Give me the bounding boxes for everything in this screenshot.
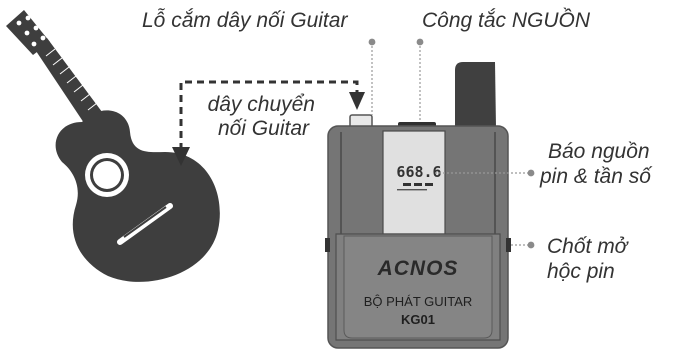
cable-plug-guitar-end [172, 147, 190, 166]
dot-indicator [527, 169, 535, 177]
transmitter-device: 668.6 ACNOS BỘ PHÁT GUITAR KG01 [325, 62, 511, 349]
cable-plug-device-end [349, 92, 365, 110]
label-guitar-jack: Lỗ cắm dây nối Guitar [142, 9, 348, 32]
guitar-cable [172, 80, 365, 166]
label-indicator-line2: pin & tần số [540, 165, 651, 188]
battery-latch-left[interactable] [325, 238, 330, 252]
label-cable-line1: dây chuyển [207, 93, 315, 116]
label-indicator-line1: Báo nguồn [548, 140, 650, 163]
label-cable-line2: nối Guitar [217, 117, 309, 140]
display-underline [397, 189, 427, 191]
guitar-tuning-pegs [16, 15, 46, 47]
display-panel [382, 130, 446, 235]
guitar-frets [45, 48, 98, 111]
guitar-bridge-slot [123, 206, 167, 238]
model-name: KG01 [401, 312, 435, 327]
guitar-bridge [117, 203, 173, 245]
product-name: BỘ PHÁT GUITAR [364, 294, 473, 309]
battery-seg-3 [425, 183, 433, 186]
leader-dots [368, 38, 535, 249]
cable-dashed-line [179, 80, 359, 150]
guitar-body [55, 110, 220, 282]
battery-door-inner [343, 235, 493, 339]
guitar-soundhole [93, 161, 121, 189]
dot-latch [527, 241, 535, 249]
label-latch-line1: Chốt mở [547, 235, 628, 258]
dot-power-switch [416, 38, 424, 46]
battery-latch-right[interactable] [506, 238, 511, 252]
label-latch-line2: hộc pin [547, 260, 615, 283]
display-digits: 668.6 [396, 163, 441, 181]
guitar-illustration [6, 10, 220, 282]
dot-guitar-jack [368, 38, 376, 46]
brand-logo: ACNOS [377, 257, 459, 280]
label-power-switch: Công tắc NGUỒN [422, 9, 591, 32]
battery-seg-1 [403, 183, 411, 186]
antenna [455, 62, 496, 128]
battery-seg-2 [414, 183, 422, 186]
